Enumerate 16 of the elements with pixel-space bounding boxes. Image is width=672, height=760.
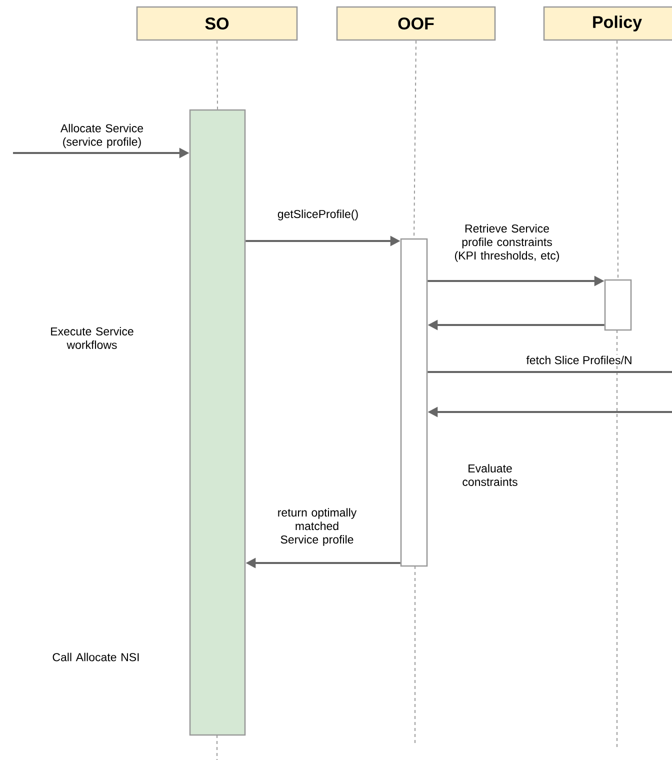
- participant-box: Policy: [543, 6, 672, 41]
- edge-label: Retrieve Service profile constraints (KPI thresholds, etc): [454, 224, 559, 262]
- edge-label: return optimally matched Service profile: [278, 508, 357, 546]
- note-text: Call Allocate NSI: [52, 652, 139, 662]
- activation-bar: [400, 238, 428, 567]
- edge-label: getSliceProfile(): [278, 210, 358, 220]
- activation-bar: [189, 109, 246, 736]
- edge-label: fetch Slice Profiles/N: [526, 356, 632, 364]
- participant-box: SO: [136, 6, 298, 41]
- note-text: Evaluate constraints: [462, 464, 518, 486]
- note-text: Execute Service workflows: [51, 327, 134, 349]
- lifeline: [216, 40, 218, 110]
- participant-box: OOF: [336, 6, 496, 41]
- lifeline: [616, 40, 618, 280]
- edge-label: Allocate Service (service profile): [60, 124, 144, 148]
- activation-bar: [604, 279, 632, 331]
